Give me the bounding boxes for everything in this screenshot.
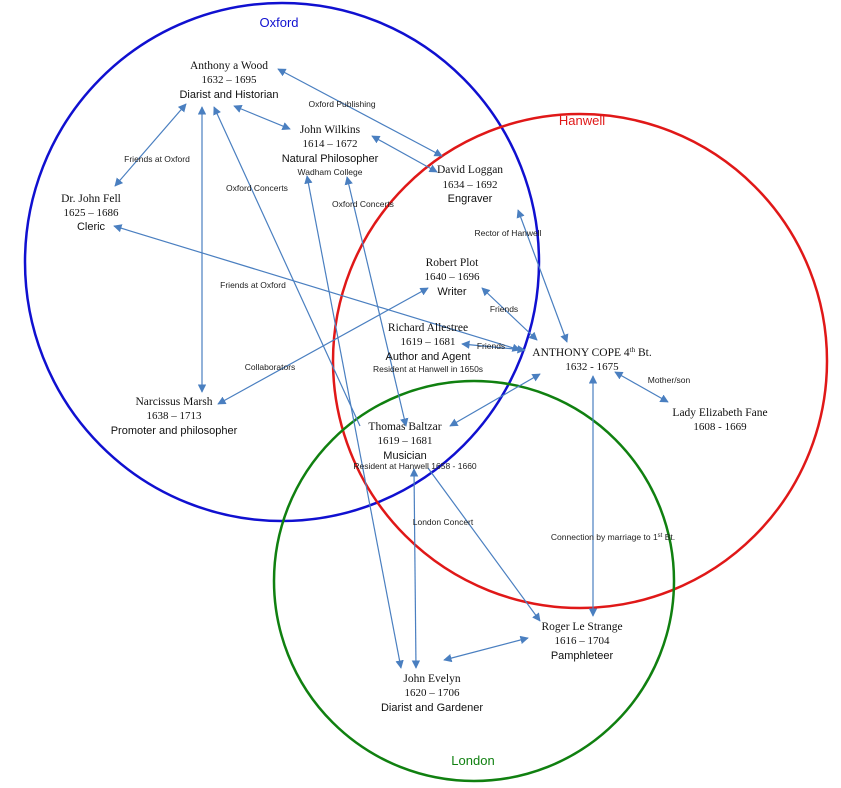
edge-label-friends-1: Friends [490,304,518,314]
person-role: Cleric [77,221,106,233]
person-dates: 1625 – 1686 [64,207,120,219]
person-name: Narcissus Marsh [136,396,213,408]
person-name: Thomas Baltzar [368,421,441,433]
edge-wilkins-loggan [371,135,438,173]
london-circle [272,379,676,783]
edge-baltzar-lestrange [427,467,541,622]
edge-baltzar-evelyn [409,468,421,669]
edge-lestrange-evelyn [443,635,529,663]
edge-label-friends-oxford-2: Friends at Oxford [220,280,286,290]
person-name: John Evelyn [403,673,460,685]
person-name: Roger Le Strange [541,621,622,633]
person-dates: 1638 – 1713 [147,410,203,422]
node-cope: ANTHONY COPE 4th Bt. 1632 - 1675 [532,346,652,373]
node-wilkins: John Wilkins 1614 – 1672 Natural Philoso… [282,124,379,177]
edge-label-marriage: Connection by marriage to 1st Bt. [551,532,675,542]
person-role: Diarist and Gardener [381,702,483,714]
person-role: Writer [437,286,466,298]
edge-label-friends-oxford-1: Friends at Oxford [124,154,190,164]
edge-label-collaborators: Collaborators [245,362,296,372]
node-fane: Lady Elizabeth Fane 1608 - 1669 [672,407,767,433]
edge-wilkins-baltzar [344,176,409,427]
edge-loggan-cope [516,209,569,343]
person-name: David Loggan [437,164,503,176]
person-role: Natural Philosopher [282,153,379,165]
person-name: John Wilkins [300,124,361,136]
person-dates: 1634 – 1692 [443,179,498,191]
person-note: Resident at Hanwell 1658 - 1660 [353,461,477,471]
person-dates: 1614 – 1672 [303,138,358,150]
node-allestree: Richard Allestree 1619 – 1681 Author and… [373,322,483,374]
person-role: Engraver [448,193,493,205]
region-label-london: London [451,753,494,768]
edge-plot-cope [481,287,538,341]
person-role: Pamphleteer [551,650,614,662]
person-dates: 1608 - 1669 [693,421,747,433]
edge-wood-fell [114,103,187,187]
edge-allestree-cope [461,340,526,354]
node-loggan: David Loggan 1634 – 1692 Engraver [437,164,503,205]
person-note: Wadham College [298,167,363,177]
person-role: Musician [383,450,426,462]
person-dates: 1632 - 1675 [565,361,619,373]
person-name: ANTHONY COPE 4th Bt. [532,346,652,359]
node-plot: Robert Plot 1640 – 1696 Writer [425,257,481,298]
person-dates: 1619 – 1681 [378,435,433,447]
node-evelyn: John Evelyn 1620 – 1706 Diarist and Gard… [381,673,483,714]
node-lestrange: Roger Le Strange 1616 – 1704 Pamphleteer [541,621,622,662]
region-label-oxford: Oxford [259,15,298,30]
node-fell: Dr. John Fell 1625 – 1686 Cleric [61,193,121,233]
edge-label-oxford-publishing: Oxford Publishing [308,99,375,109]
node-marsh: Narcissus Marsh 1638 – 1713 Promoter and… [111,396,238,437]
person-name: Anthony a Wood [190,60,268,72]
person-name: Dr. John Fell [61,193,121,205]
person-dates: 1640 – 1696 [425,271,481,283]
edge-label-mother-son: Mother/son [648,375,691,385]
edge-label-rector: Rector of Hanwell [474,228,541,238]
person-name: Robert Plot [426,257,480,269]
edge-plot-marsh [217,287,429,405]
person-role: Author and Agent [385,351,470,363]
person-role: Promoter and philosopher [111,425,238,437]
edge-label-oxford-concerts-1: Oxford Concerts [226,183,288,193]
node-baltzar: Thomas Baltzar 1619 – 1681 Musician Resi… [353,421,477,471]
person-dates: 1616 – 1704 [555,635,611,647]
node-wood: Anthony a Wood 1632 – 1695 Diarist and H… [179,60,278,101]
person-dates: 1632 – 1695 [202,74,258,86]
person-dates: 1620 – 1706 [405,687,461,699]
edge-cope-baltzar [449,373,541,427]
person-name: Lady Elizabeth Fane [672,407,767,419]
edge-label-oxford-concerts-2: Oxford Concerts [332,199,394,209]
person-name: Richard Allestree [388,322,468,334]
edge-cope-fane [614,371,669,403]
edge-label-friends-2: Friends [477,341,505,351]
person-role: Diarist and Historian [179,89,278,101]
edge-label-london-concert: London Concert [413,517,474,527]
person-dates: 1619 – 1681 [401,336,456,348]
region-label-hanwell: Hanwell [559,113,605,128]
person-note: Resident at Hanwell in 1650s [373,364,483,374]
edge-wood-wilkins [233,104,291,131]
